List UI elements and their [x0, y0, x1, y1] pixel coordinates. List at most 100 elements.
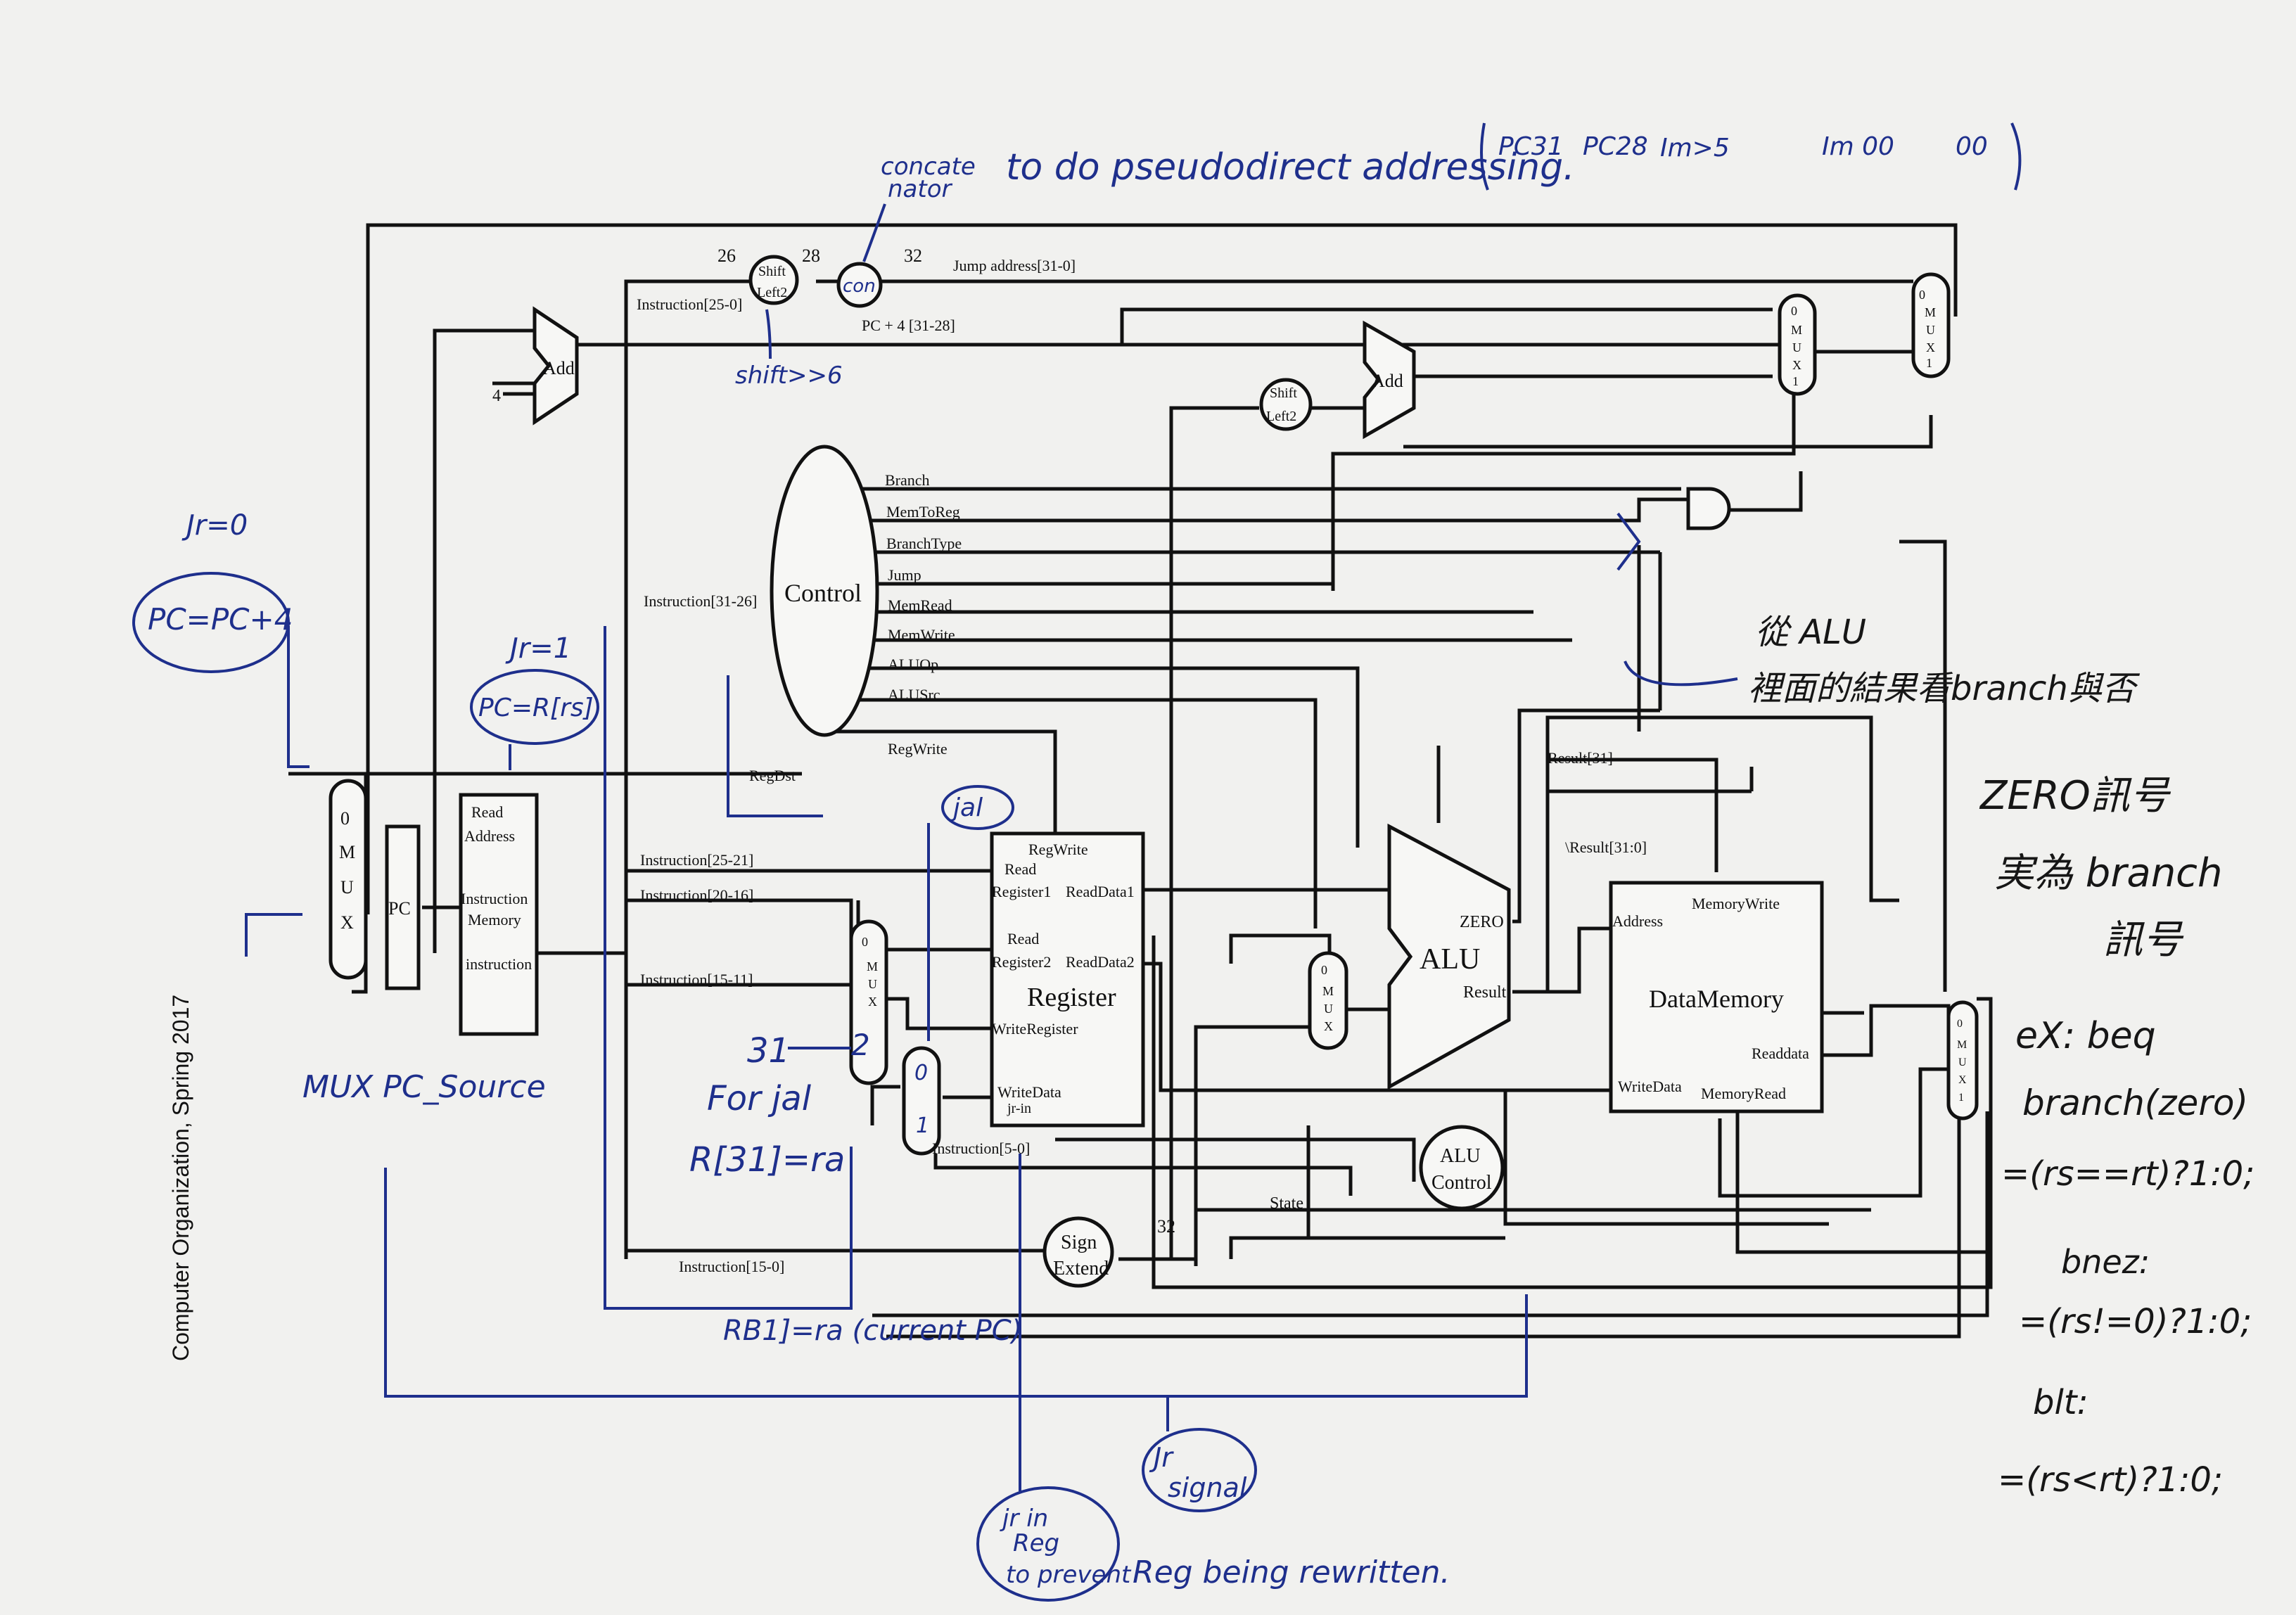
branch-mux-x: X — [1792, 358, 1801, 372]
note-pc-plus4: PC=PC+4 — [148, 602, 293, 637]
regdst-mux-u: U — [868, 977, 877, 991]
branch-mux-sel0: 0 — [1791, 304, 1797, 318]
memtoreg-mux-sel0: 0 — [1957, 1018, 1963, 1030]
note-jr-in-3: to prevent — [1006, 1561, 1132, 1589]
memtoreg-mux-sel1: 1 — [1958, 1092, 1964, 1104]
pc-mux-x: X — [340, 912, 354, 933]
jump-mux-sel0: 0 — [1919, 288, 1925, 302]
note-00: 00 — [1956, 132, 1988, 161]
side-caption: Computer Organization, Spring 2017 — [168, 995, 193, 1361]
note-jal-circle — [941, 785, 1014, 830]
reg-readdata2: ReadData2 — [1066, 953, 1135, 971]
lbl-28: 28 — [802, 245, 820, 266]
jump-mux-u: U — [1926, 323, 1935, 337]
regdst-mux: 0 M U X — [849, 919, 888, 1085]
note-for-jal: For jal — [707, 1079, 812, 1118]
memtoreg-mux: 0 M U X 1 — [1946, 1000, 1979, 1121]
note-close-paren — [2010, 122, 2022, 191]
note-bnez: bnez: — [2061, 1243, 2150, 1281]
lbl-result31-0: \Result[31:0] — [1565, 838, 1647, 856]
alusrc-mux-sel0: 0 — [1321, 963, 1327, 977]
jump-shift-1: Shift — [758, 264, 786, 279]
note-mux-input — [245, 913, 302, 957]
note-jr-loop — [384, 1168, 1528, 1398]
note-concate-2: nator — [888, 175, 953, 203]
dmem-memwrite: MemoryWrite — [1692, 895, 1780, 912]
branch-mux: 0 M U X 1 — [1778, 293, 1817, 396]
jump-mux-sel1: 1 — [1926, 356, 1932, 370]
note-pc28: PC28 — [1583, 132, 1648, 161]
note-2: 2 — [851, 1028, 870, 1062]
reg-title: Register — [1027, 983, 1116, 1012]
ink-annotations: 從 ALU 裡面的結果看branch與否 ZERO訊号 実為 branch 訊号… — [1748, 613, 2254, 1500]
note-jal: jal — [950, 793, 983, 822]
pc-adder: Add 4 — [492, 306, 579, 426]
note-mux-pc-source: MUX PC_Source — [302, 1069, 546, 1105]
lbl-instr-5-0: Instruction[5-0] — [932, 1140, 1030, 1157]
note-31: 31 — [747, 1031, 790, 1071]
note-real-branch: 実為 branch — [1994, 850, 2222, 896]
jump-shift-2: Left2 — [757, 285, 787, 300]
data-memory: MemoryWrite Address DataMemory Readdata … — [1609, 881, 1824, 1113]
pc-mux: 0 M U X — [329, 779, 368, 980]
jump-mux-m: M — [1925, 305, 1936, 319]
note-jr-in-2: Reg — [1013, 1529, 1059, 1557]
branch-mux-u: U — [1792, 340, 1801, 355]
note-jr-signal-2: signal — [1168, 1472, 1247, 1503]
instruction-memory: Read Address Instruction Memory instruct… — [459, 793, 539, 1036]
memtoreg-mux-u: U — [1958, 1057, 1967, 1068]
sign-extend: Sign Extend — [1042, 1216, 1114, 1288]
branch-shift-2: Left2 — [1266, 409, 1296, 424]
note-branch-zero: branch(zero) — [2022, 1083, 2248, 1123]
sig-jump: Jump — [888, 566, 921, 584]
note-jr-in-1: jr in — [1000, 1505, 1048, 1533]
control-unit: Control — [770, 445, 879, 737]
note-rb1-current: RB1]=ra (current PC) — [723, 1315, 1022, 1347]
sign-extend-2: Extend — [1053, 1258, 1109, 1279]
lbl-instr-15-11: Instruction[15-11] — [640, 971, 753, 988]
note-pc4-circle — [132, 572, 290, 673]
note-pc31: PC31 — [1498, 132, 1564, 161]
branch-adder-label: Add — [1372, 371, 1403, 391]
dmem-address: Address — [1612, 912, 1663, 930]
note-rs-ne-0: =(rs!=0)?1:0; — [2019, 1302, 2252, 1341]
sign-extend-1: Sign — [1061, 1232, 1097, 1253]
note-jr1: Jr=1 — [505, 632, 571, 665]
jal-mux-sel1: 1 — [916, 1113, 929, 1138]
lbl-instr-25-0: Instruction[25-0] — [637, 295, 742, 313]
alu-control: ALU Control — [1419, 1125, 1505, 1211]
note-ex-beq: eX: beq — [2015, 1015, 2156, 1057]
note-pcrrs-circle — [470, 669, 599, 745]
alu-result: Result — [1463, 983, 1507, 1002]
concatenator-label: con — [843, 276, 876, 297]
reg-read1-b: Register1 — [992, 883, 1051, 900]
note-pc-rrs: PC=R[rs] — [478, 694, 594, 722]
jal-mux-sel0: 0 — [914, 1061, 928, 1085]
sig-memwrite: MemWrite — [888, 626, 955, 644]
reg-readdata1: ReadData1 — [1066, 883, 1135, 900]
pc-mux-sel-0: 0 — [340, 808, 350, 829]
wire-labels: Instruction[25-0] 26 28 32 Jump address[… — [637, 245, 1647, 1275]
note-im25: Im>5 — [1660, 134, 1730, 162]
branch-shift-1: Shift — [1270, 385, 1297, 401]
regdst-mux-sel0: 0 — [862, 935, 868, 949]
note-pc4-path — [287, 626, 310, 768]
note-ctrl-path — [727, 675, 823, 817]
pc-mux-m: M — [339, 842, 355, 862]
branch-mux-m: M — [1791, 323, 1802, 337]
imem-read: Read — [471, 803, 503, 821]
pc-mux-u: U — [340, 877, 354, 898]
note-from-alu-2: 裡面的結果看branch與否 — [1748, 669, 2141, 708]
branch-adder: Add — [1363, 320, 1416, 440]
jal-writedata-mux: 0 1 — [902, 1046, 941, 1156]
reg-read2-a: Read — [1007, 930, 1039, 947]
note-shift-arrow — [765, 309, 772, 359]
note-im00: Im 00 — [1822, 132, 1894, 161]
alu-control-2: Control — [1431, 1172, 1492, 1194]
note-rs-lt-rt: =(rs<rt)?1:0; — [1998, 1460, 2223, 1500]
alu-control-1: ALU — [1440, 1145, 1481, 1167]
lbl-26: 26 — [718, 245, 736, 266]
note-reg-rewritten: Reg being rewritten. — [1133, 1555, 1450, 1590]
lbl-jump-address: Jump address[31-0] — [953, 257, 1076, 274]
